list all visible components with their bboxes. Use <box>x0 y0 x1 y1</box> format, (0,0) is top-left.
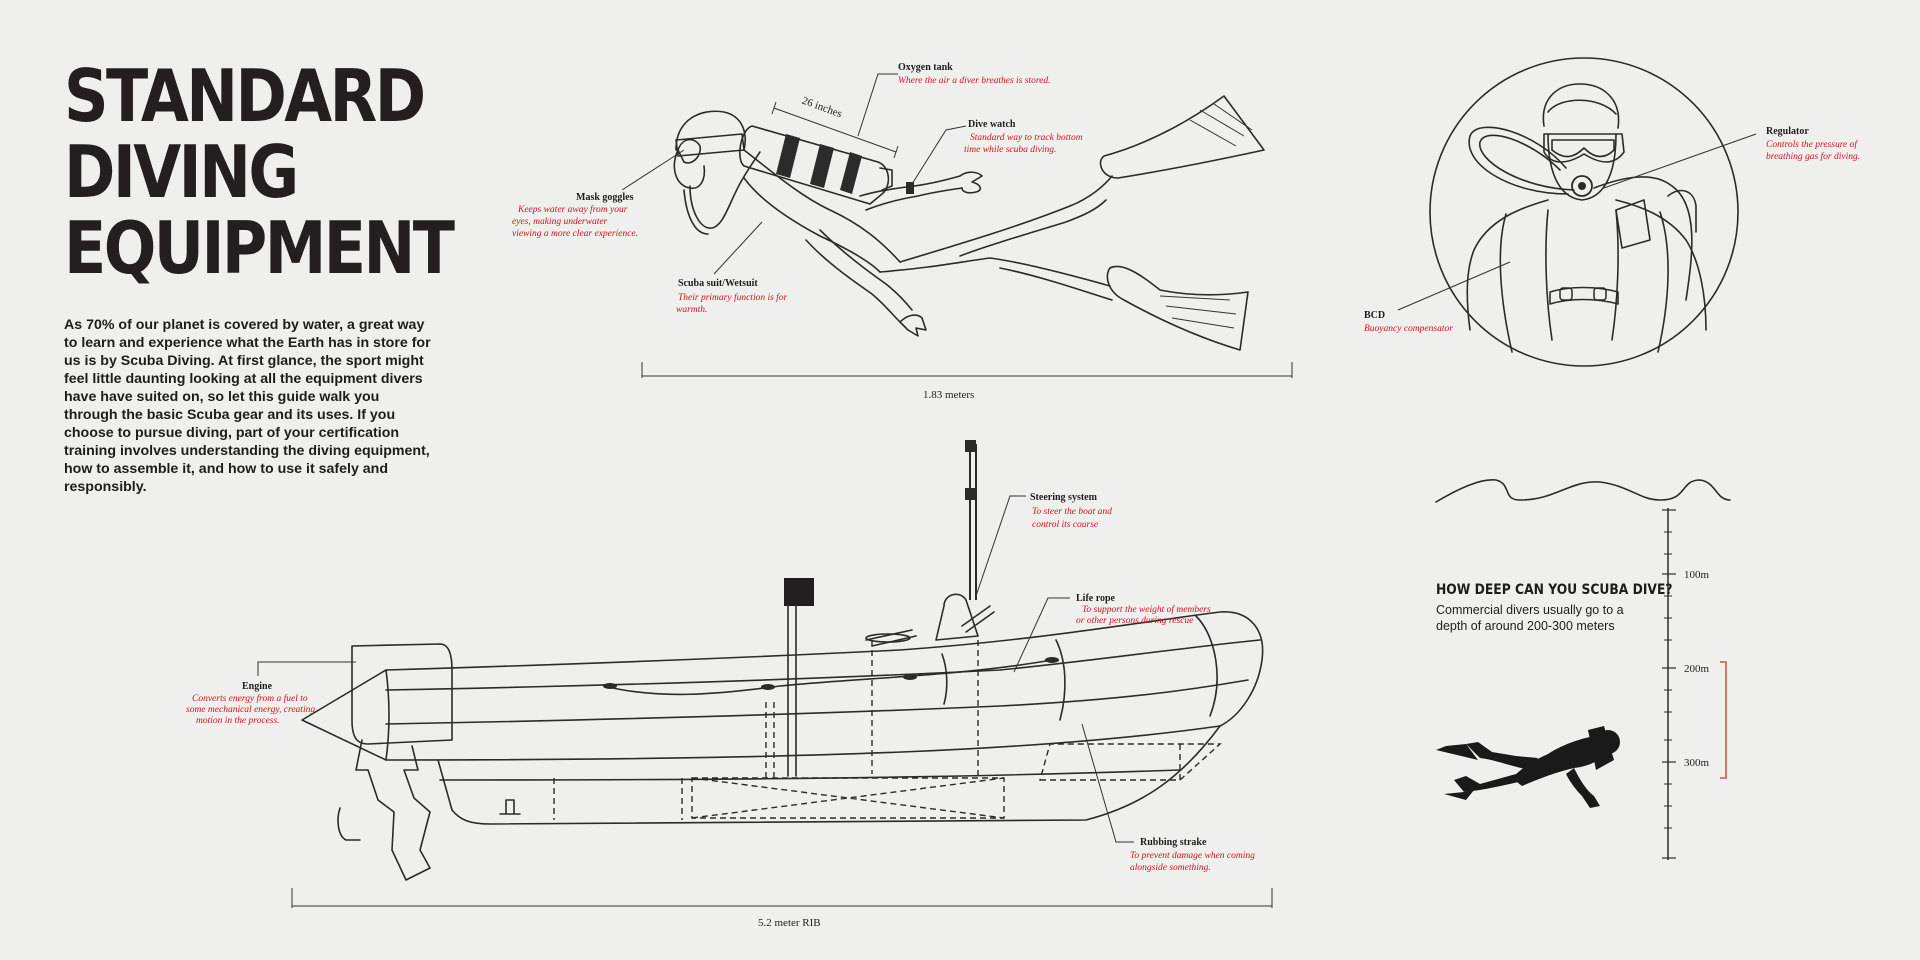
steering-label: Steering system <box>1030 492 1098 503</box>
engine-note-1: Converts energy from a fuel to <box>192 693 308 704</box>
title-line-2: DIVING <box>64 130 299 214</box>
diver-length-text: 1.83 meters <box>923 389 974 401</box>
wetsuit-label: Scuba suit/Wetsuit <box>678 278 758 289</box>
life-rope-note-2: or other persons during rescue <box>1076 616 1193 626</box>
wetsuit-note-2: warmth. <box>676 305 707 315</box>
title-line-3: EQUIPMENT <box>64 206 455 290</box>
rubbing-note-1: To prevent damage when coming <box>1130 851 1255 861</box>
oxygen-tank-label: Oxygen tank <box>898 62 953 73</box>
boat-illustration <box>301 440 1264 881</box>
bcd-label: BCD <box>1364 310 1385 321</box>
engine-note-2: some mechanical energy, creating <box>186 705 315 715</box>
depth-tick-300m: 300m <box>1684 757 1710 769</box>
wetsuit-note-1: Their primary function is for <box>678 292 788 303</box>
depth-scale: 100m 200m 300m <box>1435 479 1731 860</box>
tank-size-text: 26 inches <box>800 95 843 121</box>
engine-label: Engine <box>242 681 273 692</box>
regulator-note-2: breathing gas for diving. <box>1766 151 1860 162</box>
tank-dimension-line <box>773 107 897 153</box>
oxygen-tank-note: Where the air a diver breathes is stored… <box>898 76 1051 86</box>
engine-note-3: motion in the process. <box>196 716 280 726</box>
rubbing-note-2: alongside something. <box>1130 863 1211 873</box>
intro-paragraph: As 70% of our planet is covered by water… <box>64 317 431 495</box>
mask-note-3: viewing a more clear experience. <box>512 229 638 239</box>
depth-tick-100m: 100m <box>1684 569 1710 581</box>
dive-watch-label: Dive watch <box>968 119 1016 130</box>
dive-watch-note-2: time while scuba diving. <box>964 145 1056 155</box>
dive-watch-note-1: Standard way to track bottom <box>970 133 1083 143</box>
mask-note-2: eyes, making underwater <box>512 217 608 227</box>
depth-tick-200m: 200m <box>1684 663 1710 675</box>
title-line-1: STANDARD <box>64 54 426 138</box>
mask-note-1: Keeps water away from your <box>517 204 628 215</box>
rubbing-strake-label: Rubbing strake <box>1140 837 1207 848</box>
life-rope-note-1: To support the weight of members <box>1082 604 1211 615</box>
diver-illustration <box>673 95 1265 351</box>
diver-silhouette <box>1436 726 1620 808</box>
depth-title: HOW DEEP CAN YOU SCUBA DIVE? <box>1436 582 1673 598</box>
mask-goggles-label: Mask goggles <box>576 192 634 203</box>
depth-range-bracket <box>1720 661 1727 779</box>
depth-ticks <box>1662 509 1676 859</box>
regulator-label: Regulator <box>1766 126 1809 137</box>
regulator-note-1: Controls the pressure of <box>1766 139 1858 150</box>
depth-description: Commercial divers usually go to a depth … <box>1436 603 1624 633</box>
life-rope-label: Life rope <box>1076 593 1116 604</box>
oxygen-tank-drawing <box>739 125 893 205</box>
steering-note-1: To steer the boat and <box>1032 507 1112 517</box>
diver-portrait <box>1429 57 1739 367</box>
bcd-note: Buoyancy compensator <box>1364 324 1453 334</box>
page-title: STANDARD DIVING EQUIPMENT <box>64 54 455 290</box>
boat-length-text: 5.2 meter RIB <box>758 917 821 929</box>
steering-note-2: control its course <box>1032 520 1098 530</box>
